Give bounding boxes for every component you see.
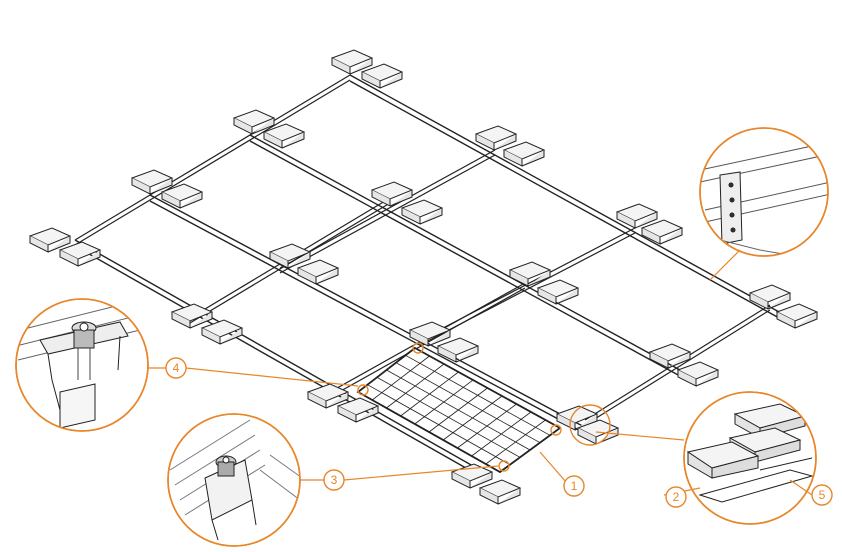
panel-cell-line bbox=[405, 354, 551, 436]
mid-clamp-detail bbox=[15, 298, 149, 432]
ballast-block-side bbox=[677, 370, 719, 387]
callout-targets bbox=[357, 342, 611, 472]
long-rail bbox=[149, 194, 591, 437]
ballast-block-side bbox=[641, 228, 683, 245]
ballast-block-side bbox=[171, 312, 213, 329]
callout-1: 1 bbox=[563, 475, 585, 497]
ballast-block-side bbox=[269, 252, 311, 269]
panel-cell-line bbox=[386, 369, 531, 451]
rail-structure bbox=[28, 49, 819, 505]
ballast-block-side bbox=[577, 428, 619, 445]
ballast-block-side bbox=[59, 250, 101, 267]
ballast-block-side bbox=[776, 312, 818, 329]
ballast-block-side bbox=[537, 288, 579, 305]
ballast-block-side bbox=[437, 346, 479, 363]
ballast-block-side bbox=[616, 212, 658, 229]
svg-text:2: 2 bbox=[673, 490, 680, 504]
ballast-block-side bbox=[307, 392, 349, 409]
ballast-block-side bbox=[509, 270, 551, 287]
callout-2: 2 bbox=[665, 486, 687, 508]
ballast-block-side bbox=[263, 132, 305, 149]
panel-cell-line bbox=[395, 362, 541, 444]
ballast-block-side bbox=[201, 328, 243, 345]
ballast-block-side bbox=[337, 406, 379, 423]
callout-5: 5 bbox=[811, 484, 833, 506]
ballast-block-side bbox=[503, 150, 545, 167]
svg-text:3: 3 bbox=[331, 473, 338, 487]
long-rail bbox=[349, 74, 791, 325]
rail-splice-detail bbox=[699, 127, 829, 257]
callout-3: 3 bbox=[323, 469, 345, 491]
ballast-block-side bbox=[131, 178, 173, 195]
ballast-block-side bbox=[409, 330, 451, 347]
callout-4: 4 bbox=[165, 357, 187, 379]
ballast-block-side bbox=[475, 134, 517, 151]
ballast-block-side bbox=[161, 192, 203, 209]
panel-cell-line bbox=[376, 376, 521, 458]
end-clamp-detail bbox=[167, 413, 301, 547]
ballast-block-side bbox=[649, 352, 691, 369]
ballast-block-side bbox=[233, 118, 275, 135]
ballast-block-side bbox=[401, 208, 443, 225]
svg-text:5: 5 bbox=[819, 488, 826, 502]
ballast-block-side bbox=[749, 293, 791, 310]
ballast-block-side bbox=[297, 268, 339, 285]
cross-strut bbox=[74, 74, 351, 246]
magnifier-icon bbox=[15, 298, 149, 432]
ballast-block-side bbox=[29, 236, 71, 253]
ballast-block-side bbox=[479, 488, 521, 505]
long-rail bbox=[249, 134, 681, 377]
ballast-block-detail bbox=[683, 391, 817, 525]
ballast-block-side bbox=[371, 190, 413, 207]
svg-text:1: 1 bbox=[571, 479, 578, 493]
ballast-block-side bbox=[451, 472, 493, 489]
svg-text:4: 4 bbox=[173, 361, 180, 375]
cross-strut bbox=[279, 149, 496, 274]
ballast-block-side bbox=[361, 72, 403, 89]
solar-panel bbox=[356, 346, 562, 474]
ballast-block-side bbox=[331, 58, 373, 75]
panel-cell-line bbox=[367, 384, 511, 466]
long-rail bbox=[74, 239, 481, 477]
